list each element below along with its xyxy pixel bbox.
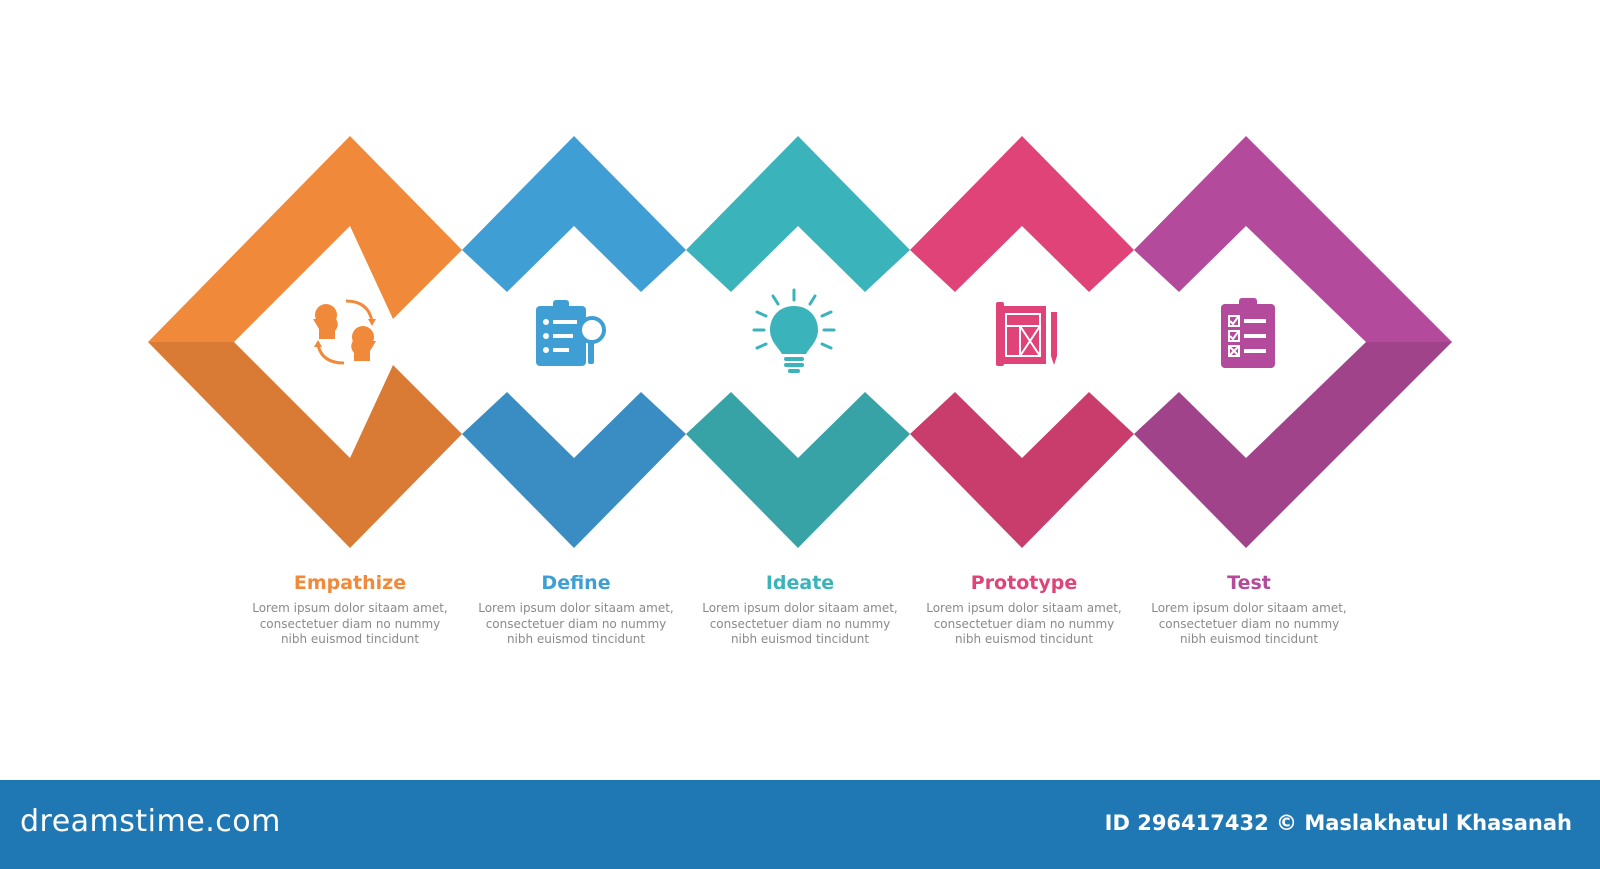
description-line: nibh euismod tincidunt [280, 632, 420, 646]
footer-credit: ID 296417432 © Maslakhatul Khasanah [1104, 811, 1572, 835]
define-shape [462, 136, 686, 548]
ideate-shape [686, 136, 910, 548]
design-thinking-diagram [148, 136, 1452, 548]
step-title-ideate: Ideate [765, 572, 835, 594]
description-line: nibh euismod tincidunt [954, 632, 1094, 646]
two-heads-exchange-icon [313, 299, 376, 365]
step-title-prototype: Prototype [970, 572, 1078, 594]
description-line: consectetuer diam no nummy [485, 616, 667, 631]
description-line: Lorem ipsum dolor sitaam amet, [1151, 601, 1347, 615]
description-line: consectetuer diam no nummy [933, 616, 1115, 631]
footer-logo[interactable]: dreamstime.com [20, 804, 281, 839]
description-line: consectetuer diam no nummy [259, 616, 441, 631]
description-line: Lorem ipsum dolor sitaam amet, [926, 601, 1122, 615]
description-line: Lorem ipsum dolor sitaam amet, [252, 601, 448, 615]
description-line: consectetuer diam no nummy [709, 616, 891, 631]
description-line: consectetuer diam no nummy [1158, 616, 1340, 631]
description-line: nibh euismod tincidunt [506, 632, 646, 646]
description-line: nibh euismod tincidunt [1179, 632, 1319, 646]
footer-bar: dreamstime.com ID 296417432 © Maslakhatu… [0, 780, 1600, 869]
step-description-ideate: Lorem ipsum dolor sitaam amet, consectet… [690, 601, 910, 648]
description-line: Lorem ipsum dolor sitaam amet, [702, 601, 898, 615]
empathize-shape [148, 136, 462, 548]
step-description-define: Lorem ipsum dolor sitaam amet, consectet… [466, 601, 686, 648]
test-shape [1134, 136, 1452, 548]
step-description-prototype: Lorem ipsum dolor sitaam amet, consectet… [914, 601, 1134, 648]
clipboard-search-icon [536, 300, 606, 366]
prototype-shape [910, 136, 1134, 548]
lightbulb-icon [752, 288, 836, 373]
step-description-empathize: Lorem ipsum dolor sitaam amet, consectet… [240, 601, 460, 648]
step-title-empathize: Empathize [293, 572, 407, 594]
checklist-clipboard-icon [1221, 298, 1275, 368]
step-title-define: Define [541, 572, 611, 594]
description-line: Lorem ipsum dolor sitaam amet, [478, 601, 674, 615]
blueprint-pencil-icon [996, 302, 1057, 366]
description-line: nibh euismod tincidunt [730, 632, 870, 646]
step-title-test: Test [1227, 572, 1271, 594]
step-description-test: Lorem ipsum dolor sitaam amet, consectet… [1139, 601, 1359, 648]
